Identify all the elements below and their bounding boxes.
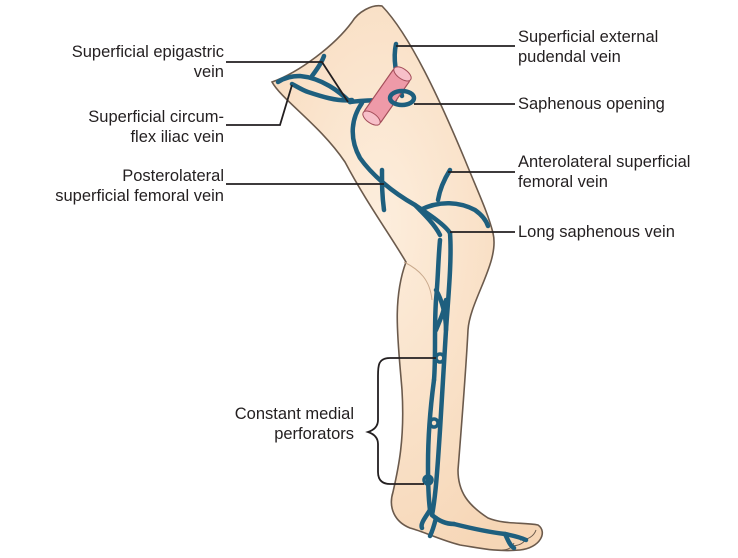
label-superficial-circumflex-iliac-vein: Superficial circum- flex iliac vein xyxy=(88,107,224,147)
leg-outline xyxy=(272,6,542,551)
label-superficial-epigastric-vein: Superficial epigastric vein xyxy=(72,42,224,82)
label-long-saphenous-vein: Long saphenous vein xyxy=(518,222,675,242)
label-anterolateral-superficial-femoral-vein: Anterolateral superficial femoral vein xyxy=(518,152,690,192)
label-superficial-external-pudendal-vein: Superficial external pudendal vein xyxy=(518,27,658,67)
label-posterolateral-superficial-femoral-vein: Posterolateral superficial femoral vein xyxy=(55,166,224,206)
label-saphenous-opening: Saphenous opening xyxy=(518,94,665,114)
posterolateral-superficial-femoral-vein xyxy=(382,170,384,210)
label-constant-medial-perforators: Constant medial perforators xyxy=(235,404,354,444)
